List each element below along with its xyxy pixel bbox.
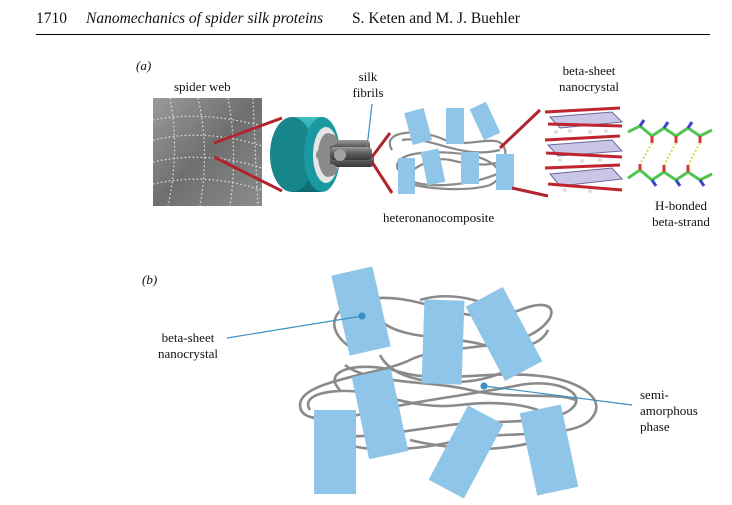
- label-semi-amorphous-line3: phase: [640, 419, 670, 434]
- running-authors: S. Keten and M. J. Buehler: [352, 10, 520, 27]
- label-nanocrystal-a: beta-sheet nanocrystal: [549, 63, 629, 95]
- label-hbonded-strand-line2: beta-strand: [652, 214, 710, 229]
- label-nanocrystal-a-line1: beta-sheet: [562, 63, 616, 78]
- zoom-lines-fibril: [370, 132, 394, 194]
- label-semi-amorphous: semi- amorphous phase: [640, 387, 698, 435]
- zoom-lines-web: [213, 116, 283, 193]
- leader-silk-fibrils: [366, 103, 373, 148]
- label-silk-fibrils: silk fibrils: [343, 69, 393, 101]
- label-hbonded-strand-line1: H-bonded: [655, 198, 707, 213]
- label-hbonded-strand: H-bonded beta-strand: [640, 198, 722, 230]
- leader-lines-b: [226, 312, 633, 406]
- header-rule: [36, 34, 710, 35]
- zoom-lines-composite: [498, 108, 549, 198]
- label-spider-web: spider web: [174, 79, 231, 94]
- label-semi-amorphous-line1: semi-: [640, 387, 669, 402]
- label-nanocrystal-b-line2: nanocrystal: [158, 346, 218, 361]
- label-nanocrystal-b-line1: beta-sheet: [161, 330, 215, 345]
- page-number: 1710: [36, 10, 67, 27]
- large-composite: [298, 266, 598, 499]
- silk-fibril-bundle: [316, 134, 374, 176]
- running-title: Nanomechanics of spider silk proteins: [86, 10, 324, 27]
- small-composite: [388, 101, 514, 194]
- label-nanocrystal-a-line2: nanocrystal: [559, 79, 619, 94]
- label-heteronanocomposite: heteronanocomposite: [383, 210, 495, 225]
- nanocrystal-sheets: [544, 106, 624, 193]
- panel-b-tag: (b): [142, 272, 158, 287]
- spider-web-photo: [152, 97, 263, 207]
- fiber-cylinder: [270, 117, 340, 192]
- label-silk-fibrils-line1: silk: [358, 69, 378, 84]
- panel-a-tag: (a): [136, 58, 152, 73]
- hbonded-strands: [627, 119, 713, 187]
- label-silk-fibrils-line2: fibrils: [352, 85, 384, 100]
- label-nanocrystal-b: beta-sheet nanocrystal: [148, 330, 228, 362]
- label-semi-amorphous-line2: amorphous: [640, 403, 698, 418]
